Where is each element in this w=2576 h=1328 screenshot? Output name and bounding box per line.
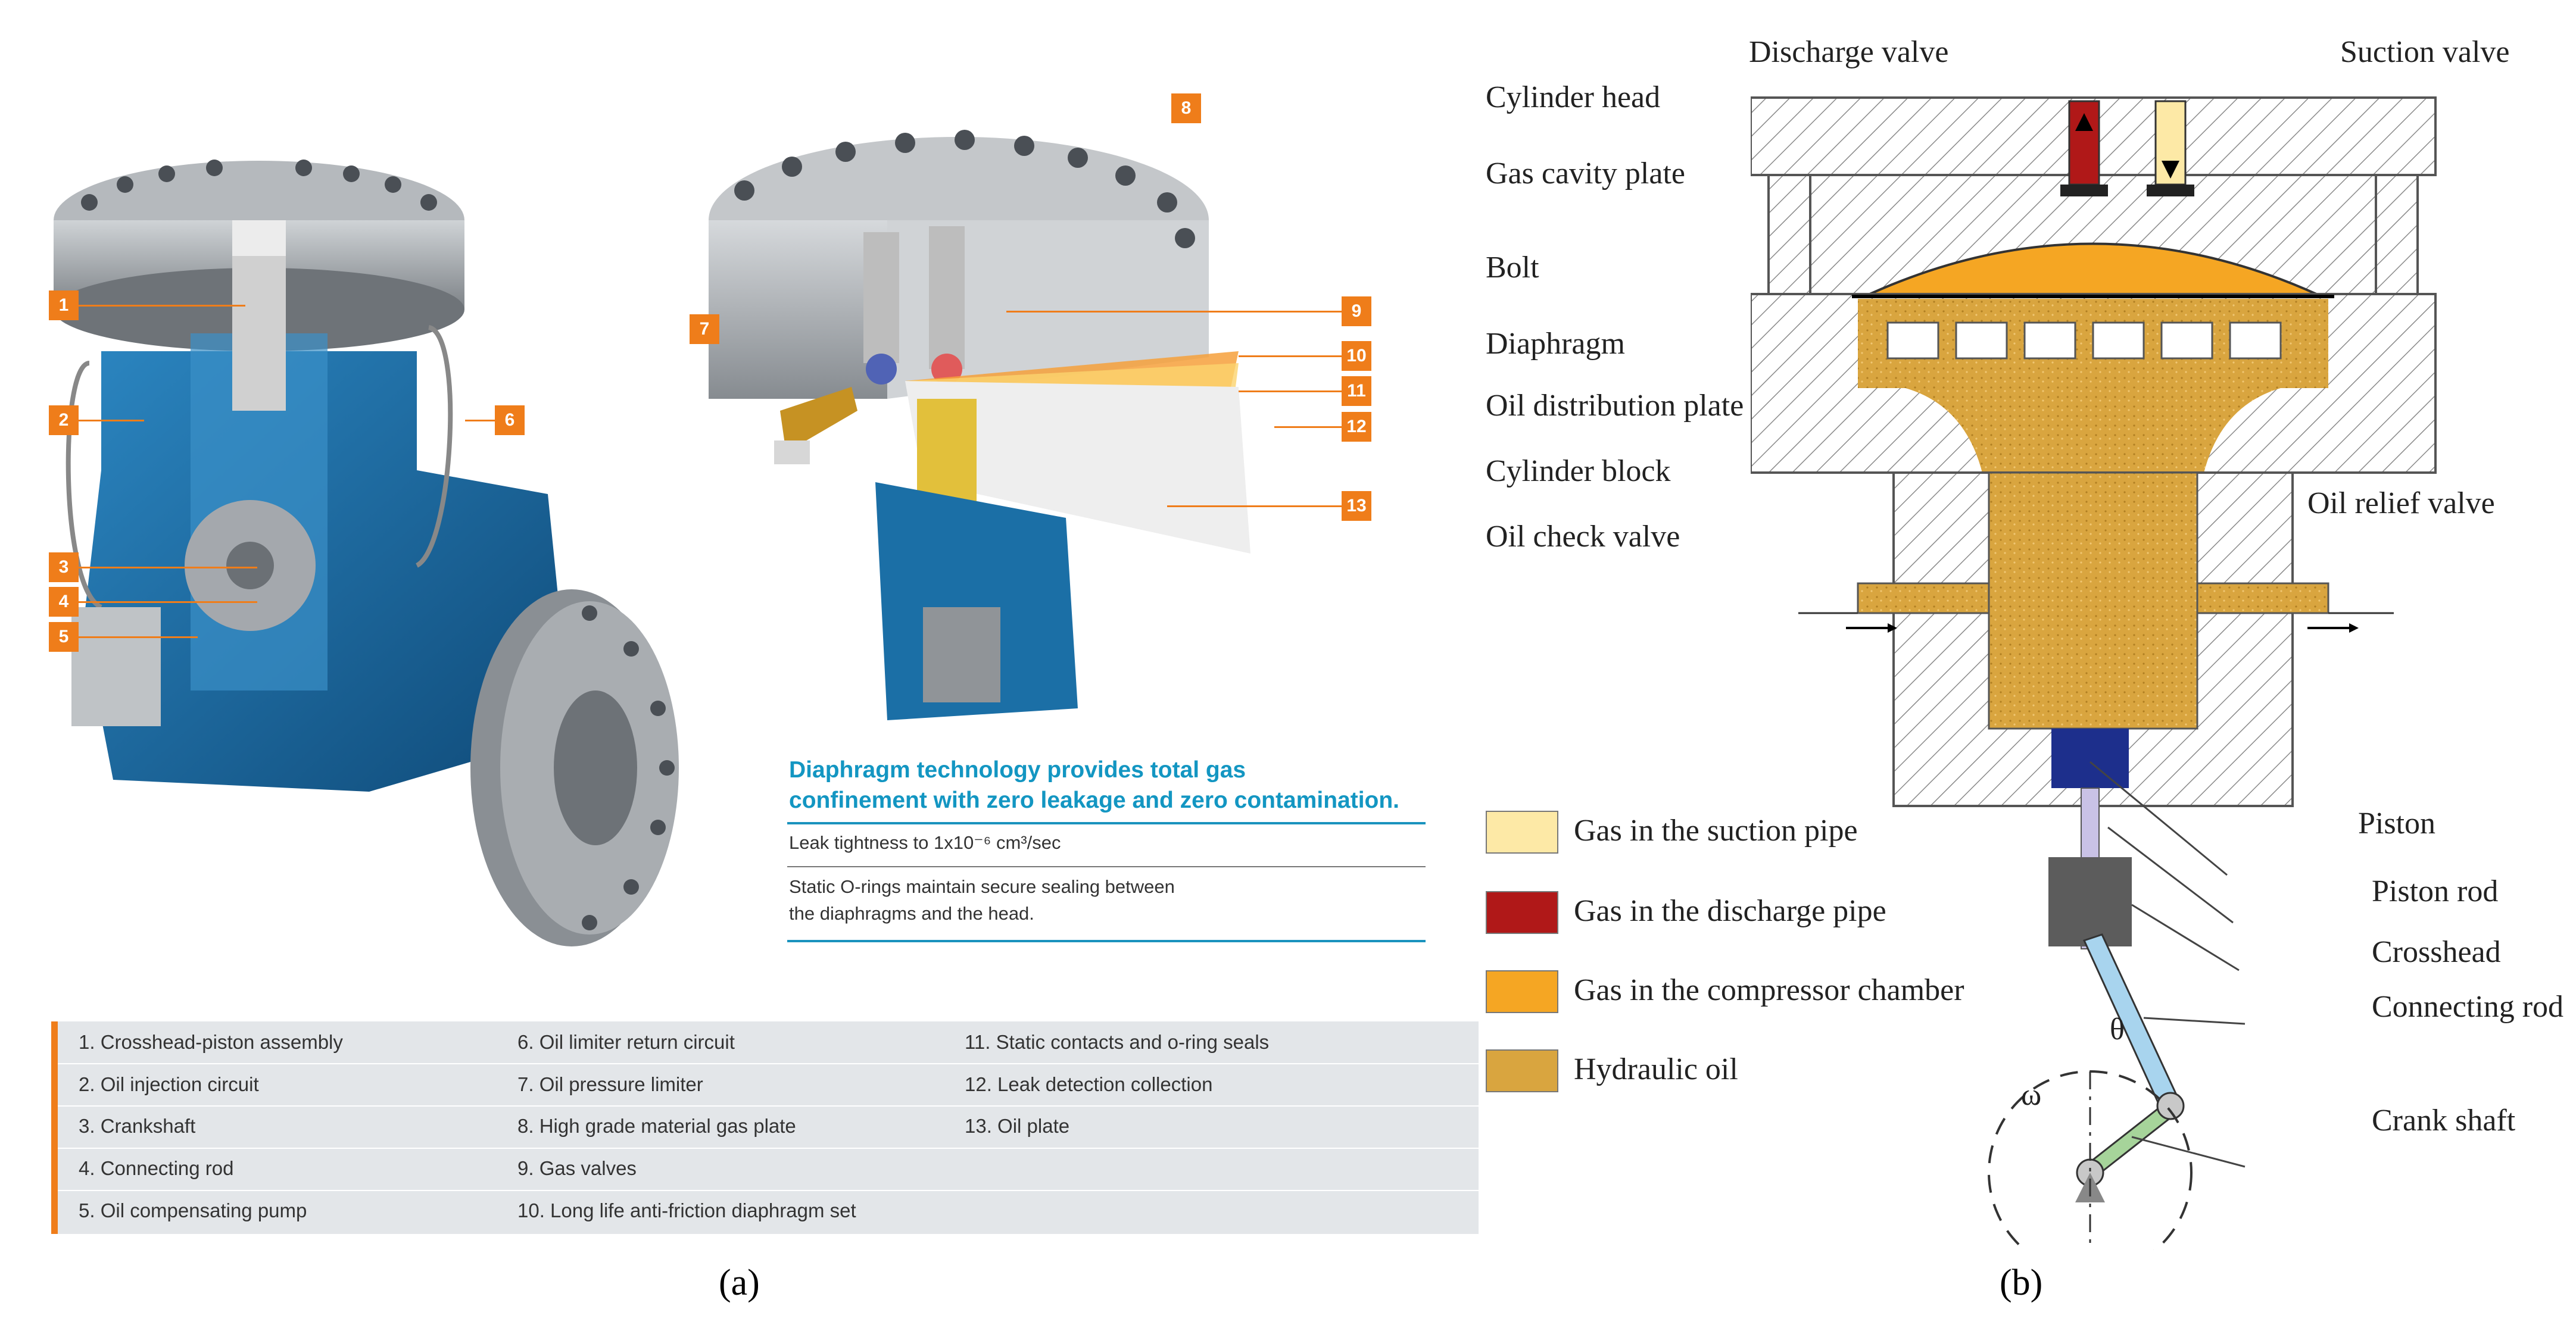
legend-swatch-hydraulic-oil xyxy=(1486,1049,1558,1092)
diaphragm-compressor-schematic xyxy=(1751,96,2437,1250)
legend-row-divider xyxy=(58,1105,1479,1107)
callout-line-4 xyxy=(79,601,257,603)
label-discharge-valve: Discharge valve xyxy=(1749,35,1949,69)
label-piston-rod: Piston rod xyxy=(2372,874,2499,908)
legend-item: 2. Oil injection circuit xyxy=(79,1073,259,1095)
legend-item: 12. Leak detection collection xyxy=(965,1073,1213,1095)
callout-1: 1 xyxy=(49,290,79,320)
legend-discharge-gas-label: Gas in the discharge pipe xyxy=(1574,894,1886,928)
label-crank-shaft: Crank shaft xyxy=(2372,1104,2516,1138)
diaphragm-head-illustration xyxy=(709,130,1250,720)
spec-o-rings-line-1: Static O-rings maintain secure sealing b… xyxy=(789,876,1175,897)
legend-row-divider xyxy=(58,1148,1479,1149)
label-diaphragm: Diaphragm xyxy=(1486,327,1625,361)
legend-swatch-discharge-gas xyxy=(1486,891,1558,934)
callout-line-12 xyxy=(1274,426,1342,428)
label-bolt: Bolt xyxy=(1486,251,1539,285)
headline-line-1: Diaphragm technology provides total gas xyxy=(789,757,1246,783)
label-suction-valve: Suction valve xyxy=(2340,35,2510,69)
legend-item: 3. Crankshaft xyxy=(79,1115,196,1137)
label-theta: θ xyxy=(2110,1013,2125,1046)
label-cylinder-block: Cylinder block xyxy=(1486,454,1671,488)
legend-item: 9. Gas valves xyxy=(517,1157,637,1179)
legend-row-divider xyxy=(58,1063,1479,1064)
panel-b-label: (b) xyxy=(2000,1263,2043,1303)
legend-item: 13. Oil plate xyxy=(965,1115,1070,1137)
legend-chamber-gas-label: Gas in the compressor chamber xyxy=(1574,973,1964,1007)
spec-divider xyxy=(787,866,1426,867)
legend-item: 5. Oil compensating pump xyxy=(79,1199,307,1221)
callout-13: 13 xyxy=(1342,491,1371,521)
label-oil-check-valve: Oil check valve xyxy=(1486,520,1680,554)
label-gas-cavity-plate: Gas cavity plate xyxy=(1486,157,1685,190)
headline: Diaphragm technology provides total gas … xyxy=(789,755,1420,815)
callout-line-6 xyxy=(465,420,495,421)
spec-bottom-rule xyxy=(787,940,1426,942)
label-piston: Piston xyxy=(2358,807,2436,840)
callout-8: 8 xyxy=(1171,93,1201,123)
label-connecting-rod: Connecting rod xyxy=(2372,990,2564,1024)
spec-o-rings-line-2: the diaphragms and the head. xyxy=(789,903,1034,924)
callout-line-9 xyxy=(1006,311,1342,313)
label-cylinder-head: Cylinder head xyxy=(1486,80,1661,114)
legend-swatch-chamber-gas xyxy=(1486,970,1558,1013)
legend-item: 1. Crosshead-piston assembly xyxy=(79,1031,343,1053)
callout-9: 9 xyxy=(1342,296,1371,326)
callout-10: 10 xyxy=(1342,341,1371,371)
label-omega: ω xyxy=(2021,1078,2042,1112)
parts-legend-table: 1. Crosshead-piston assembly 2. Oil inje… xyxy=(51,1021,1479,1234)
callout-2: 2 xyxy=(49,405,79,435)
callout-4: 4 xyxy=(49,587,79,617)
callout-12: 12 xyxy=(1342,412,1371,442)
spec-o-rings: Static O-rings maintain secure sealing b… xyxy=(789,873,1175,927)
callout-line-2 xyxy=(79,420,144,421)
spec-leak-tightness: Leak tightness to 1x10⁻⁶ cm³/sec xyxy=(789,832,1061,853)
legend-hydraulic-oil-label: Hydraulic oil xyxy=(1574,1052,1738,1086)
legend-item: 8. High grade material gas plate xyxy=(517,1115,796,1137)
callout-line-10 xyxy=(1239,355,1342,357)
callout-7: 7 xyxy=(690,314,719,344)
callout-line-13 xyxy=(1167,505,1342,507)
callout-6: 6 xyxy=(495,405,525,435)
callout-line-3 xyxy=(79,567,257,568)
callout-line-11 xyxy=(1239,390,1342,392)
callout-11: 11 xyxy=(1342,376,1371,406)
callout-3: 3 xyxy=(49,552,79,582)
callout-line-5 xyxy=(79,636,198,638)
headline-rule xyxy=(787,822,1426,824)
legend-item: 7. Oil pressure limiter xyxy=(517,1073,703,1095)
legend-row-divider xyxy=(58,1190,1479,1191)
label-crosshead: Crosshead xyxy=(2372,935,2501,969)
legend-item: 10. Long life anti-friction diaphragm se… xyxy=(517,1199,856,1221)
legend-swatch-suction-gas xyxy=(1486,811,1558,854)
compressor-cutaway-illustration xyxy=(54,160,679,946)
panel-a-label: (a) xyxy=(719,1263,760,1303)
legend-suction-gas-label: Gas in the suction pipe xyxy=(1574,814,1858,848)
headline-line-2: confinement with zero leakage and zero c… xyxy=(789,788,1400,813)
callout-5: 5 xyxy=(49,622,79,652)
legend-item: 11. Static contacts and o-ring seals xyxy=(965,1031,1270,1053)
legend-item: 4. Connecting rod xyxy=(79,1157,234,1179)
callout-line-1 xyxy=(79,305,245,307)
label-oil-relief-valve: Oil relief valve xyxy=(2307,486,2495,520)
label-oil-distribution-plate: Oil distribution plate xyxy=(1486,389,1744,423)
legend-item: 6. Oil limiter return circuit xyxy=(517,1031,735,1053)
